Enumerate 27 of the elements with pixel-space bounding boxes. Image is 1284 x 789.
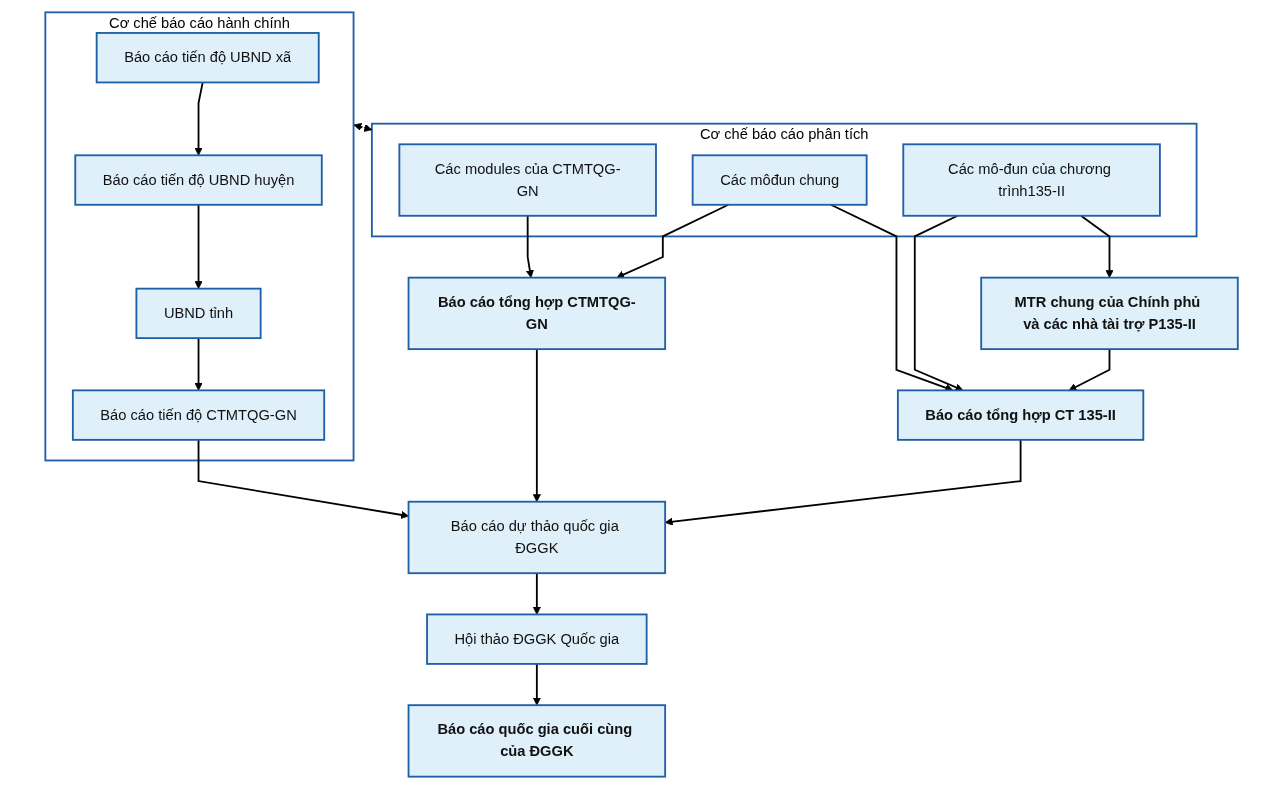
node-box: Các modules của CTMTQG-GN [398, 143, 658, 217]
arrow [194, 81, 205, 156]
node-box: Báo cáo tiến độ UBND huyện [74, 154, 324, 206]
arrow [1080, 214, 1114, 278]
arrow [665, 438, 1022, 526]
node-box: Báo cáo tổng hợp CT 135-II [897, 389, 1145, 441]
node-box: Các môđun chung [692, 154, 868, 206]
node-box: Các mô-đun của chương trình135-II [902, 143, 1162, 217]
arrow [1069, 348, 1111, 391]
arrow [353, 122, 373, 132]
node-box: UBND tỉnh [135, 287, 262, 340]
node-box: Báo cáo quốc gia cuối cùng của ĐGGK [408, 704, 667, 778]
node-box: Báo cáo tổng hợp CTMTQG-GN [408, 276, 667, 351]
arrow [526, 214, 535, 278]
node-box: Báo cáo tiến độ CTMTQG-GN [72, 389, 326, 441]
arrow [533, 663, 542, 706]
arrow [914, 214, 964, 392]
node-box: MTR chung của Chính phủ và các nhà tài trợ P135-II [980, 276, 1240, 351]
arrow [194, 203, 203, 289]
node-box: Hội thảo ĐGGK Quốc gia [426, 613, 648, 665]
arrow [533, 572, 542, 615]
node-box: Báo cáo tiến độ UBND xã [96, 32, 321, 84]
node-box: Báo cáo dự thảo quốc gia ĐGGK [408, 500, 667, 575]
arrow [533, 348, 542, 503]
arrow [830, 203, 954, 392]
arrow [194, 337, 203, 391]
arrow [616, 203, 730, 279]
